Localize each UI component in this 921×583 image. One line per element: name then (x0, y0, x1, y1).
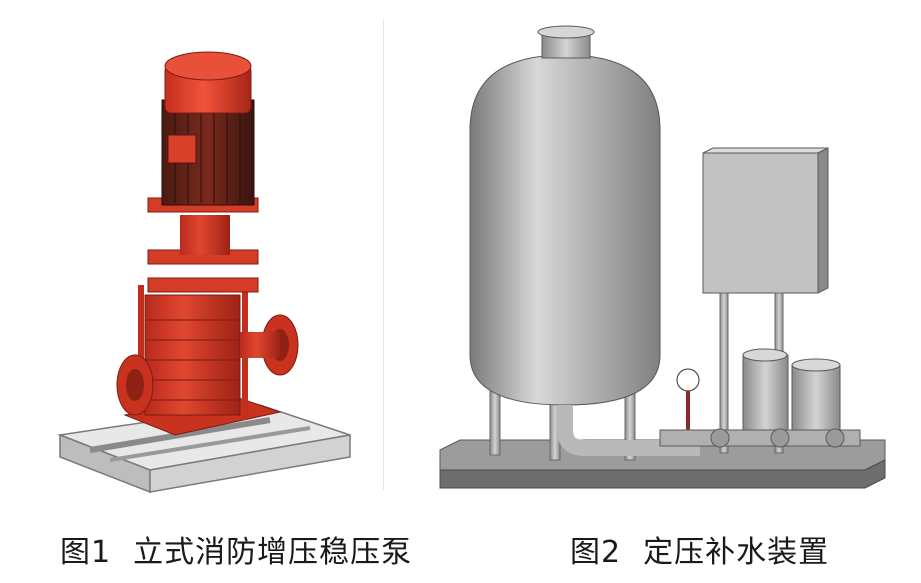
figure2-number: 图2 (570, 535, 622, 570)
vertical-fire-pump-illustration (57, 51, 351, 494)
pressure-water-supply-unit-illustration (439, 25, 886, 489)
figure2-title: 定压补水装置 (643, 535, 830, 570)
figure1-title: 立式消防增压稳压泵 (133, 535, 413, 570)
pump-base-frame (57, 404, 351, 494)
figure2-caption: 图2 定压补水装置 (570, 527, 829, 570)
figure1-number: 图1 (60, 535, 112, 570)
figure1-caption: 图1 立式消防增压稳压泵 (60, 527, 412, 570)
figure-divider (383, 20, 384, 490)
